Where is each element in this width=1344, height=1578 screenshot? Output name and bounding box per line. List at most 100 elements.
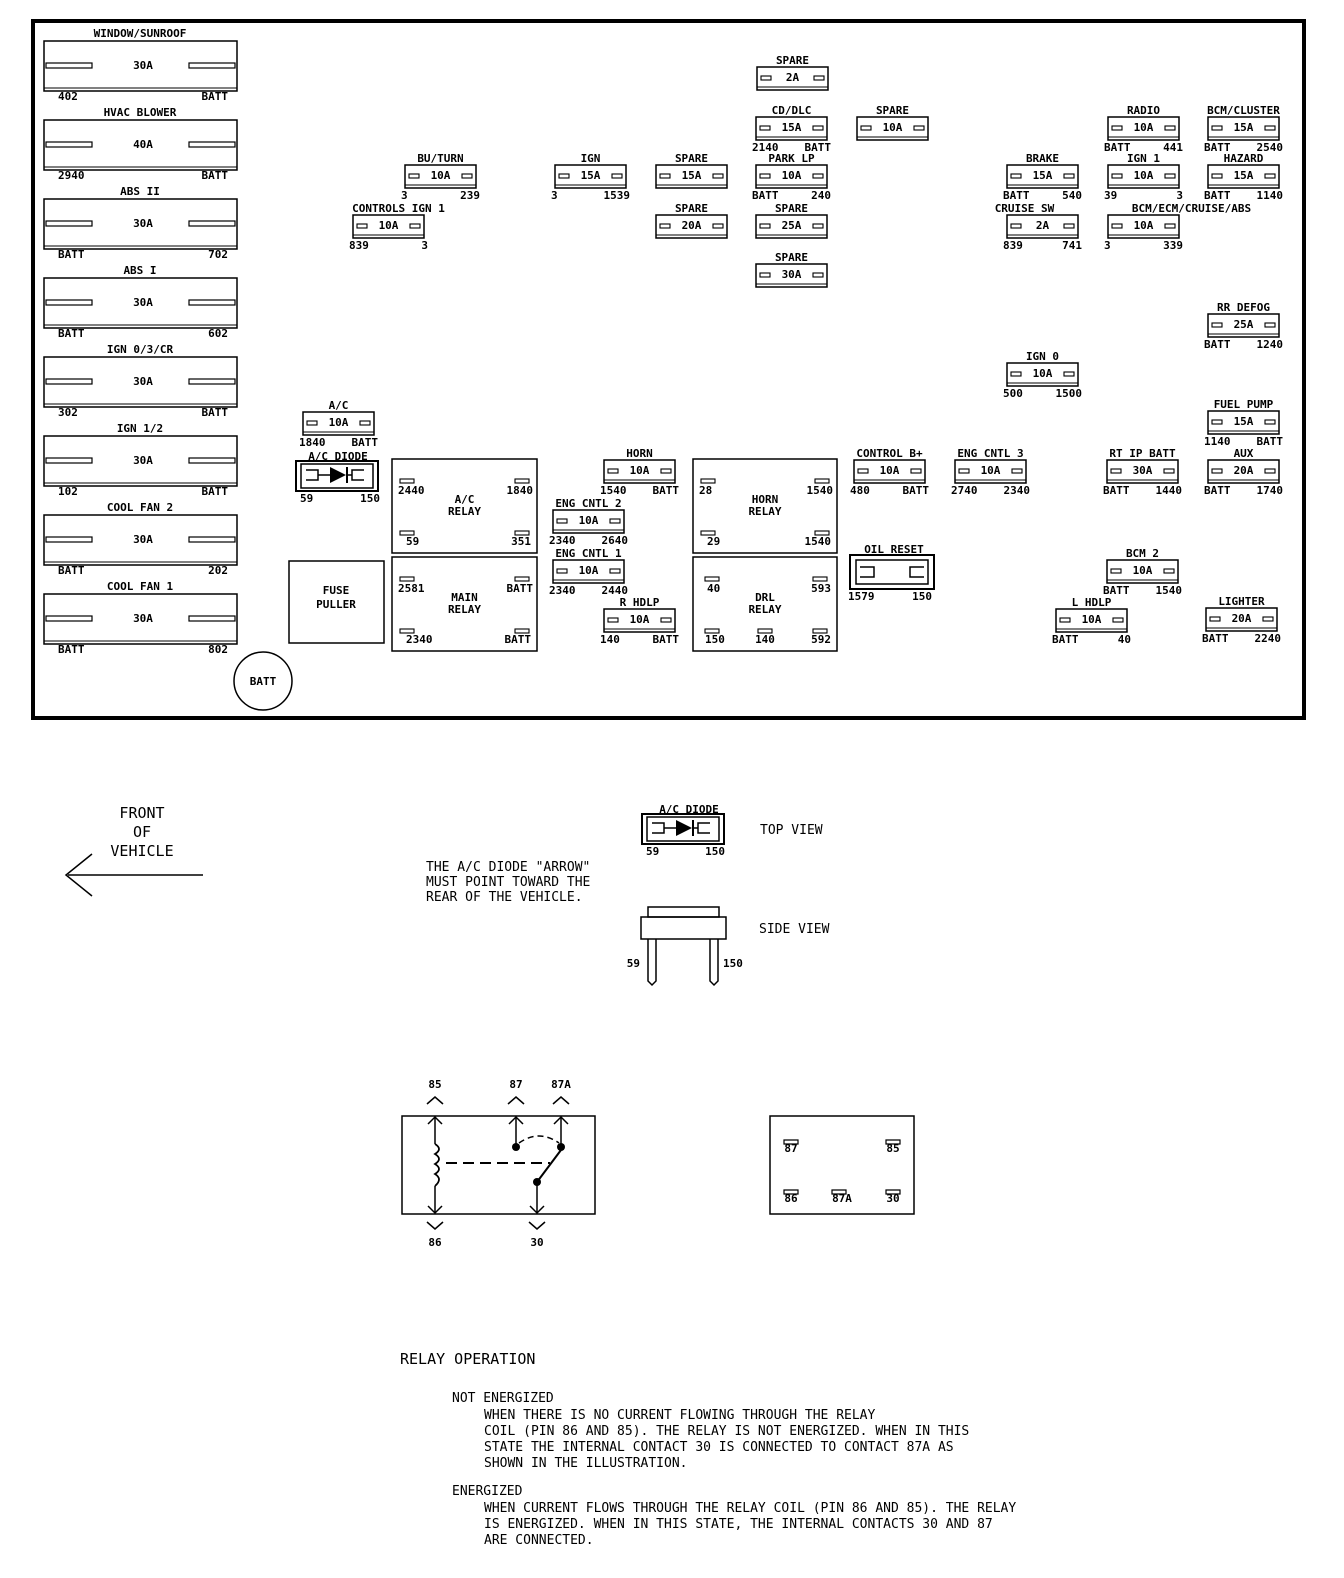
fuse-rating: 20A	[682, 219, 702, 232]
fuse-pin-right: BATT	[1257, 435, 1284, 448]
fuse-pin-left: 480	[850, 484, 870, 497]
fuse-pin-left: 3	[551, 189, 558, 202]
fuse-pin-left: BATT	[1204, 189, 1231, 202]
fuse-rating: 15A	[782, 121, 802, 134]
fuse-rating: 15A	[1234, 415, 1254, 428]
fuse-pin-left: 2340	[549, 534, 576, 547]
relay-pin: 1540	[807, 484, 834, 497]
fuse-label: SPARE	[775, 202, 808, 215]
fuse-rating: 10A	[1134, 169, 1154, 182]
relay-pin: 593	[811, 582, 831, 595]
fuse-panel-frame	[31, 19, 1306, 720]
relay-schematic: 85 87 87A 86 30	[401, 1078, 596, 1249]
fuse-label: ENG CNTL 3	[957, 447, 1023, 460]
maxi-fuse-pin-right: BATT	[202, 169, 229, 182]
fuse-label: CONTROLS IGN 1	[352, 202, 445, 215]
ac-diode-pin-right: 150	[360, 492, 380, 505]
fuse-rating: 25A	[782, 219, 802, 232]
pinout-30: 30	[886, 1192, 899, 1205]
fuse-pin-right: BATT	[352, 436, 379, 449]
fuse-pin-right: 1740	[1257, 484, 1284, 497]
ac-diode-top-view: A/C DIODE 59 150 TOP VIEW	[641, 803, 823, 858]
relay-pin: 2440	[398, 484, 425, 497]
fuse-rating: 10A	[630, 464, 650, 477]
fuse-label: SPARE	[776, 54, 809, 67]
fuse-pin-right: 239	[460, 189, 480, 202]
fuse-label: IGN 1	[1127, 152, 1160, 165]
schematic-pin-30: 30	[530, 1236, 543, 1249]
maxi-fuse-pin-left: 102	[58, 485, 78, 498]
maxi-fuse-rating: 30A	[133, 59, 153, 72]
relay-pin: 59	[406, 535, 419, 548]
fuse-label: PARK LP	[768, 152, 815, 165]
fuse-rating: 10A	[579, 564, 599, 577]
not-energized-text: WHEN THERE IS NO CURRENT FLOWING THROUGH…	[484, 1408, 969, 1471]
fuse-pin-right: 1440	[1156, 484, 1183, 497]
relay-coil-icon	[433, 1143, 440, 1187]
pinout-87a: 87A	[832, 1192, 852, 1205]
batt-label: BATT	[250, 675, 277, 688]
fuse-rating: 20A	[1234, 464, 1254, 477]
fuse-pin-left: BATT	[1202, 632, 1229, 645]
relay-pin: 150	[705, 633, 725, 646]
fuse-pin-right: 1539	[604, 189, 631, 202]
fuse-rating: 10A	[1033, 367, 1053, 380]
fuse-rating: 10A	[431, 169, 451, 182]
fuse-label: FUEL PUMP	[1214, 398, 1274, 411]
fuse-pin-left: BATT	[1104, 141, 1131, 154]
ac-diode-detail-pin-right: 150	[705, 845, 725, 858]
maxi-fuse-pin-right: BATT	[202, 406, 229, 419]
maxi-fuse-rating: 30A	[133, 454, 153, 467]
maxi-fuse-label: HVAC BLOWER	[104, 106, 177, 119]
fuse-pin-left: 839	[1003, 239, 1023, 252]
fuse-pin-right: BATT	[805, 141, 832, 154]
fuse-label: CRUISE SW	[995, 202, 1055, 215]
maxi-fuse-pin-right: 202	[208, 564, 228, 577]
fuse-pin-right: 540	[1062, 189, 1082, 202]
fuse-label: SPARE	[675, 202, 708, 215]
relay-pin: BATT	[507, 582, 534, 595]
fuse-label: L HDLP	[1072, 596, 1112, 609]
fuse-pin-right: 741	[1062, 239, 1082, 252]
fuse-label: CD/DLC	[772, 104, 812, 117]
ac-diode: A/C DIODE 59 150	[295, 450, 380, 505]
fuse-label: BU/TURN	[417, 152, 463, 165]
fuse-pin-left: BATT	[1204, 141, 1231, 154]
schematic-pin-87: 87	[509, 1078, 522, 1091]
fuse-pin-right: 40	[1118, 633, 1131, 646]
schematic-pin-87a: 87A	[551, 1078, 571, 1091]
maxi-fuse-pin-left: 402	[58, 90, 78, 103]
fuse-pin-left: BATT	[1204, 338, 1231, 351]
energized-text: WHEN CURRENT FLOWS THROUGH THE RELAY COI…	[484, 1501, 1016, 1548]
fuse-label: RADIO	[1127, 104, 1160, 117]
relay-pin: 1840	[507, 484, 534, 497]
fuse-label: IGN	[581, 152, 601, 165]
maxi-fuse-pin-right: 802	[208, 643, 228, 656]
fuse-label: RT IP BATT	[1109, 447, 1176, 460]
fuse-label: ENG CNTL 1	[555, 547, 622, 560]
fuse-pin-left: 2140	[752, 141, 779, 154]
fuse-pin-right: 2640	[602, 534, 629, 547]
fuse-pin-right: 2440	[602, 584, 629, 597]
